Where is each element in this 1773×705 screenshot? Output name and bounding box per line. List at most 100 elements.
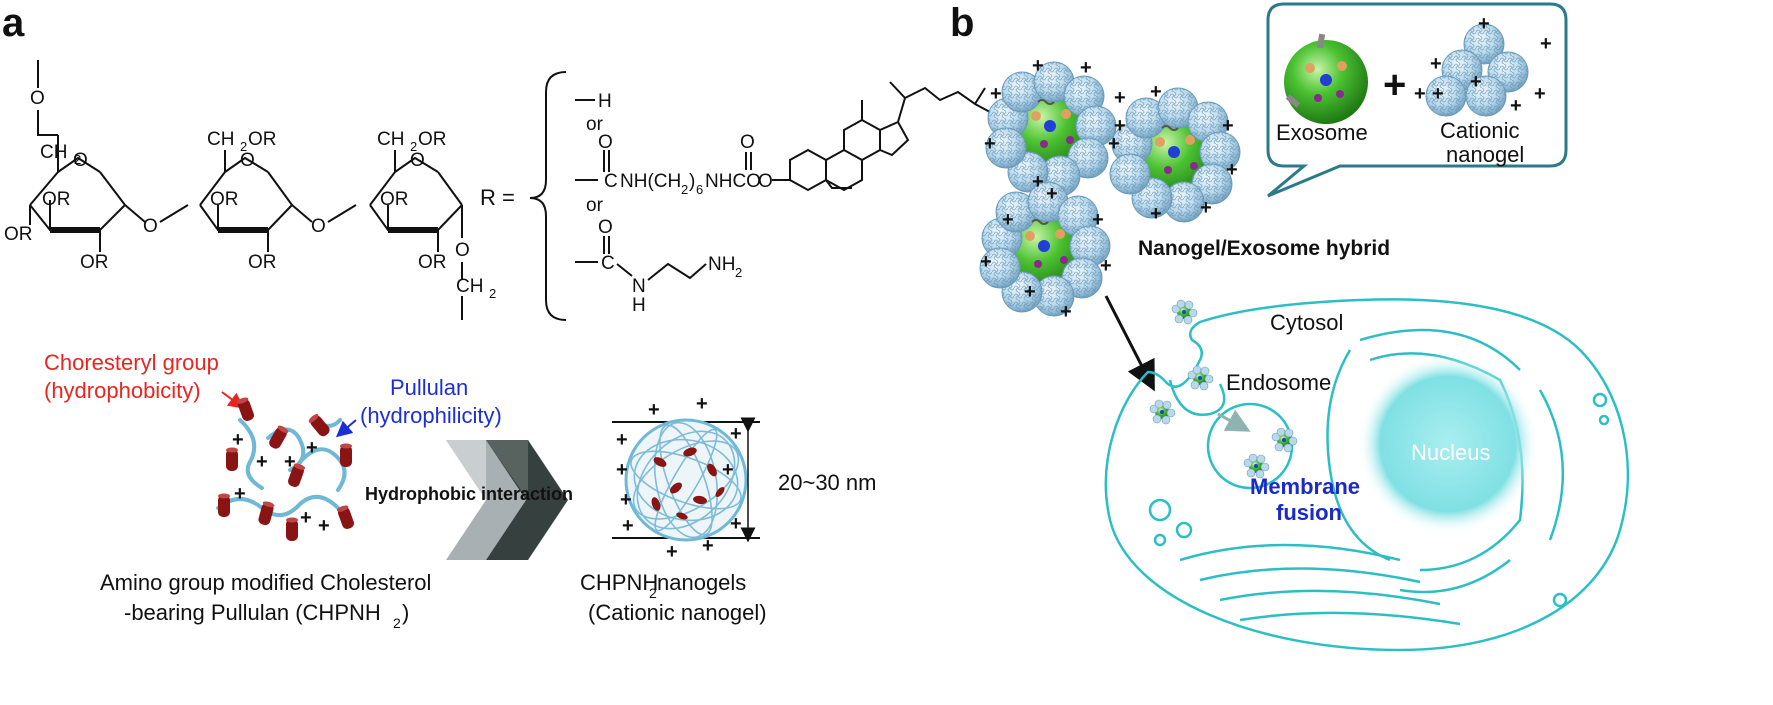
legend-callout: + + + + + + + + + Exosome Cationic nanog… — [1266, 2, 1568, 198]
svg-text:NH: NH — [708, 254, 735, 275]
svg-text:CH: CH — [377, 129, 404, 150]
callout-exosome: Exosome — [1276, 120, 1368, 145]
svg-text:O: O — [598, 132, 613, 153]
chain-charges: + + + + + + + — [232, 429, 330, 537]
svg-text:CH: CH — [207, 129, 234, 150]
fusion-arrow — [1217, 409, 1251, 432]
svg-text:+: + — [990, 83, 1002, 105]
svg-text:2: 2 — [681, 182, 688, 197]
svg-text:O: O — [598, 217, 613, 238]
svg-text:+: + — [1226, 159, 1238, 181]
svg-text:+: + — [1046, 183, 1058, 205]
r-substituent-amine: O C N H NH 2 — [575, 217, 742, 316]
svg-text:+: + — [620, 489, 632, 511]
svg-text:+: + — [722, 459, 734, 481]
svg-text:+: + — [1092, 209, 1104, 231]
svg-text:+: + — [1470, 71, 1482, 93]
svg-text:C: C — [604, 171, 618, 192]
pullulan-label: Pullulan — [390, 375, 468, 400]
plus-sign: + — [1383, 63, 1406, 107]
right-caption-line2: (Cationic nanogel) — [588, 600, 767, 625]
hydrophobic-interaction-label: Hydrophobic interaction — [365, 484, 573, 504]
svg-text:+: + — [1032, 171, 1044, 193]
svg-text:+: + — [616, 429, 628, 451]
svg-text:or: or — [586, 195, 604, 216]
panel-label-a: a — [2, 1, 25, 45]
svg-text:+: + — [318, 515, 330, 537]
svg-text:+: + — [306, 437, 318, 459]
svg-text:+: + — [648, 399, 660, 421]
r-equals: R = — [480, 185, 515, 210]
svg-text:+: + — [1080, 57, 1092, 79]
cholesteryl-pointer — [221, 391, 245, 409]
svg-text:O: O — [73, 150, 88, 171]
svg-text:+: + — [1432, 83, 1444, 105]
svg-text:+: + — [702, 535, 714, 557]
left-caption-line1: Amino group modified Cholesterol — [100, 570, 431, 595]
svg-text:2: 2 — [649, 585, 657, 601]
svg-text:+: + — [622, 515, 634, 537]
svg-text:+: + — [1222, 115, 1234, 137]
svg-text:O: O — [410, 150, 425, 171]
callout-nanogel: Cationic — [1440, 118, 1519, 143]
svg-text:+: + — [1108, 133, 1120, 155]
svg-text:+: + — [1002, 209, 1014, 231]
r-substituent-cholesteryl: O O C NH(CH 2 ) 6 NHCO O O or — [575, 81, 991, 216]
svg-text:2: 2 — [74, 152, 81, 167]
svg-text:+: + — [1100, 255, 1112, 277]
svg-text:or: or — [586, 114, 604, 135]
svg-text:O: O — [30, 88, 45, 109]
r-brace — [529, 71, 567, 321]
size-label: 20~30 nm — [778, 470, 876, 495]
svg-text:+: + — [1114, 115, 1126, 137]
cytosol-label: Cytosol — [1270, 310, 1343, 335]
svg-text:+: + — [1060, 301, 1072, 323]
svg-text:2: 2 — [410, 139, 417, 154]
uptake-arrow — [1104, 295, 1155, 392]
svg-text:+: + — [1534, 83, 1546, 105]
svg-text:2: 2 — [735, 265, 742, 280]
hydrophobic-interaction-arrow — [446, 440, 568, 560]
r-substituent-h: H or — [575, 91, 612, 135]
svg-text:+: + — [1414, 83, 1426, 105]
svg-text:CH: CH — [40, 142, 67, 163]
svg-text:H: H — [632, 295, 646, 316]
svg-text:+: + — [730, 423, 742, 445]
svg-text:CH: CH — [456, 276, 483, 297]
pullulan-label-sub: (hydrophilicity) — [360, 403, 502, 428]
svg-text:nanogels: nanogels — [657, 570, 746, 595]
hybrid-particles: + + + + + + + + + + + + + + + + + + + + — [980, 55, 1240, 323]
pullulan-pointer — [335, 419, 357, 438]
svg-text:OR: OR — [4, 224, 33, 245]
svg-text:OR: OR — [380, 189, 409, 210]
right-caption-line1: CHPNH 2 nanogels — [580, 570, 746, 601]
svg-text:+: + — [1024, 281, 1036, 303]
svg-text:+: + — [1478, 13, 1490, 35]
svg-text:+: + — [980, 251, 992, 273]
svg-text:OR: OR — [42, 189, 71, 210]
svg-text:+: + — [234, 483, 246, 505]
svg-text:OR: OR — [418, 129, 447, 150]
svg-text:+: + — [256, 451, 268, 473]
svg-text:+: + — [1540, 33, 1552, 55]
svg-text:+: + — [1430, 53, 1442, 75]
svg-text:+: + — [730, 513, 742, 535]
svg-text:C: C — [601, 253, 615, 274]
svg-text:OR: OR — [80, 252, 109, 273]
svg-text:OR: OR — [418, 252, 447, 273]
svg-text:H: H — [598, 91, 612, 112]
cholesteryl-label: Choresteryl group — [44, 350, 219, 375]
pullulan-labels: O CH 2 O OR OR OR O CH 2 OR O OR OR O CH… — [4, 88, 496, 301]
hybrid-label: Nanogel/Exosome hybrid — [1138, 237, 1390, 260]
svg-text:O: O — [455, 240, 470, 261]
svg-text:NH(CH: NH(CH — [620, 171, 681, 192]
svg-text:NHCO: NHCO — [705, 171, 761, 192]
chpnh2-nanogel: + + + + + + + + + + + — [612, 393, 760, 563]
svg-text:O: O — [758, 171, 773, 192]
endosome-label: Endosome — [1226, 370, 1331, 395]
membrane-fusion-label: Membrane — [1250, 474, 1360, 499]
svg-text:+: + — [300, 507, 312, 529]
membrane-fusion-label-sub: fusion — [1276, 500, 1342, 525]
svg-text:+: + — [1032, 55, 1044, 77]
svg-text:OR: OR — [248, 252, 277, 273]
